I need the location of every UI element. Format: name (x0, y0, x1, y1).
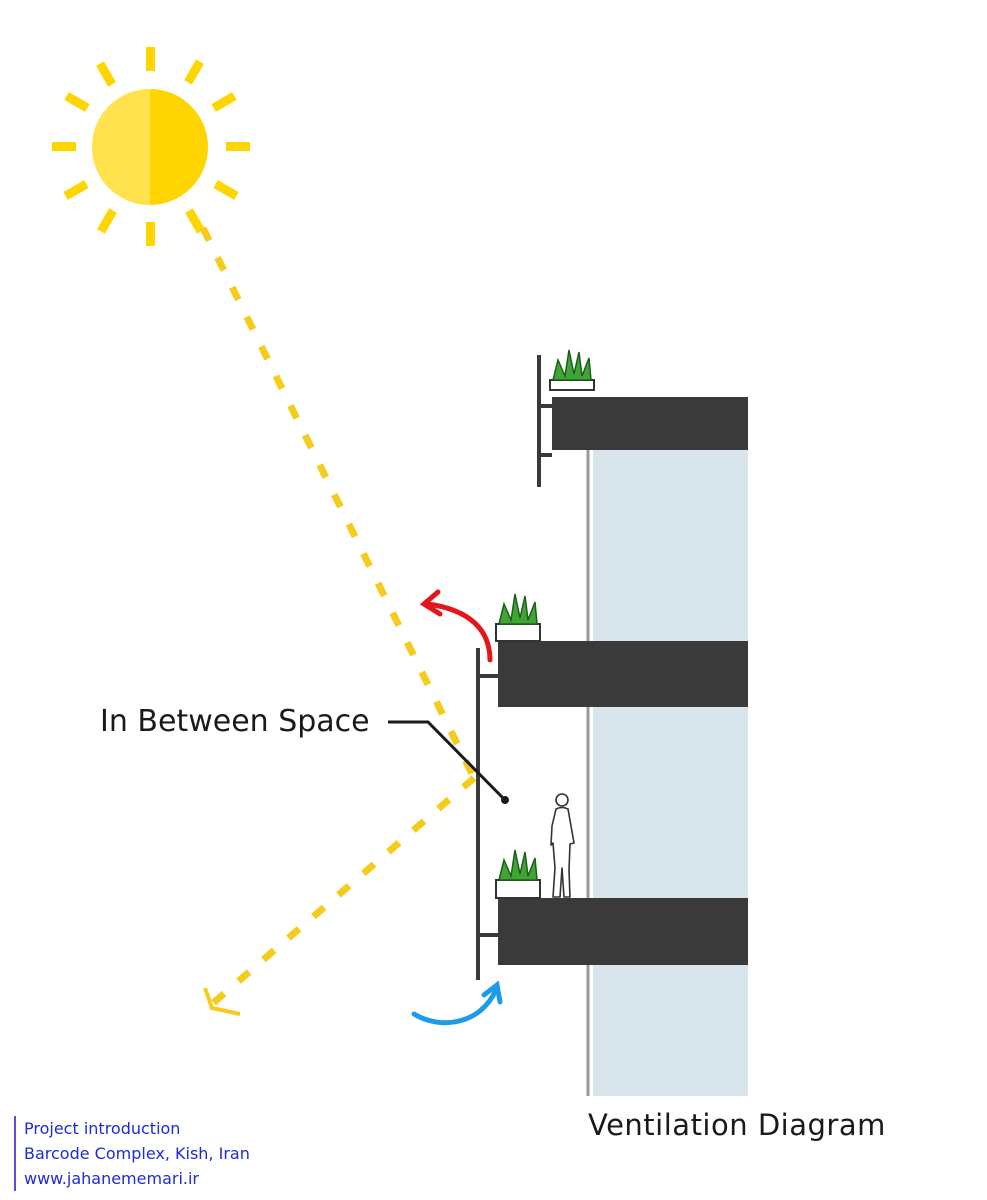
label-pointer-dot (501, 796, 509, 804)
floor-slab-middle (498, 641, 748, 707)
sun-ray-dashed-line (199, 226, 478, 1016)
sun-icon (52, 47, 250, 246)
glass-facade (593, 450, 748, 1096)
floor-slab-top (552, 397, 748, 450)
plant-icon (549, 349, 595, 391)
warm-air-arrow (419, 589, 493, 663)
in-between-space-label: In Between Space (100, 704, 370, 739)
credit-line-location: Barcode Complex, Kish, Iran (24, 1144, 250, 1163)
plant-icon (495, 593, 541, 642)
diagram-caption: Ventilation Diagram (588, 1108, 886, 1142)
facade-screen-frames (476, 355, 552, 980)
project-credit-block: Project introduction Barcode Complex, Ki… (14, 1116, 250, 1191)
credit-line-website[interactable]: www.jahanememari.ir (24, 1169, 200, 1188)
floor-slab-bottom (498, 898, 748, 965)
cool-air-arrow (411, 980, 503, 1026)
plant-icon (495, 849, 541, 899)
label-leader-line (388, 720, 507, 802)
credit-line-project: Project introduction (24, 1119, 181, 1138)
person-icon (550, 793, 575, 898)
